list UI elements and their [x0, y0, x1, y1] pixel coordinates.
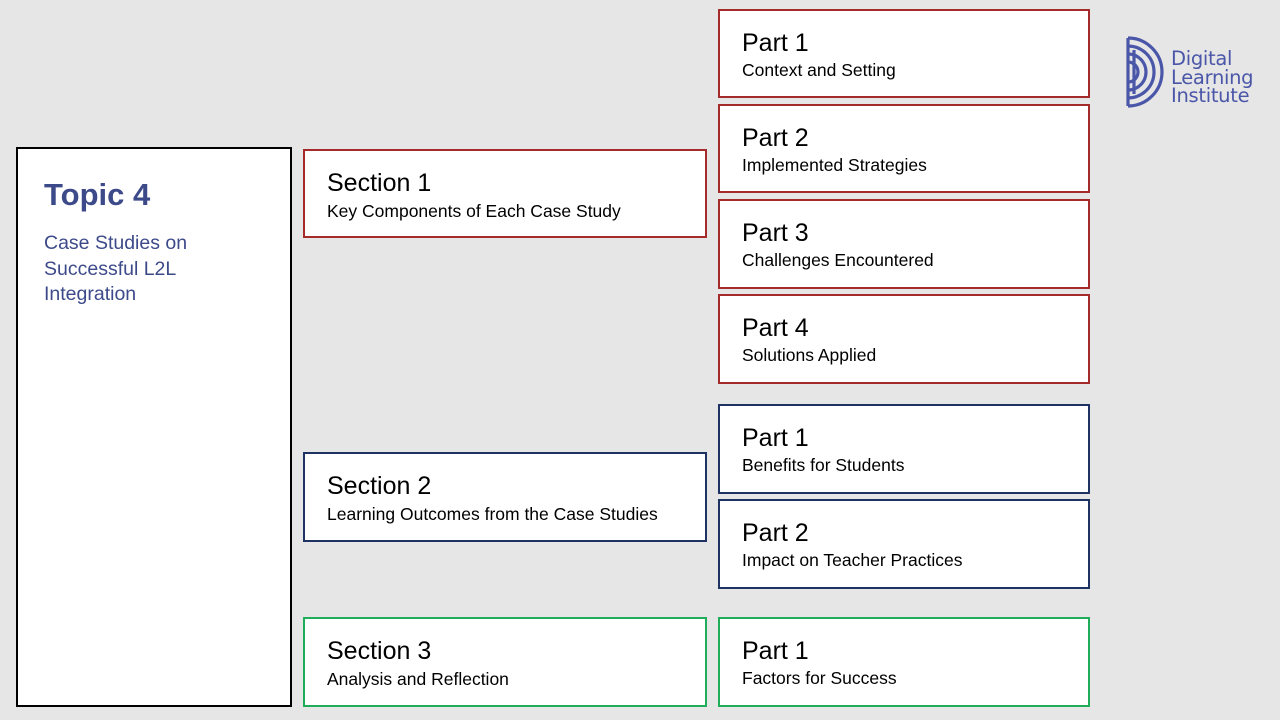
digital-learning-institute-logo: Digital Learning Institute: [1124, 36, 1264, 112]
part-title: Part 1: [742, 424, 809, 452]
topic-title: Topic 4: [44, 177, 151, 212]
part-subtitle: Impact on Teacher Practices: [742, 550, 963, 570]
topic-card: Topic 4 Case Studies on Successful L2L I…: [16, 147, 292, 707]
section-title: Section 3: [327, 637, 432, 665]
part-title: Part 2: [742, 519, 809, 547]
part-title: Part 1: [742, 29, 809, 57]
part-subtitle: Context and Setting: [742, 60, 896, 80]
logo-line-1: Digital: [1171, 47, 1233, 70]
topic-description: Case Studies on Successful L2L Integrati…: [44, 232, 188, 305]
section-2-card[interactable]: Section 2 Learning Outcomes from the Cas…: [303, 452, 707, 542]
section-1-part-3-card[interactable]: Part 3 Challenges Encountered: [718, 199, 1090, 289]
section-title: Section 2: [327, 472, 432, 500]
section-subtitle: Key Components of Each Case Study: [327, 201, 621, 221]
section-title: Section 1: [327, 169, 432, 197]
part-subtitle: Solutions Applied: [742, 345, 877, 365]
logo-wordmark: Digital Learning Institute: [1171, 47, 1254, 107]
section-1-card[interactable]: Section 1 Key Components of Each Case St…: [303, 149, 707, 238]
section-subtitle: Learning Outcomes from the Case Studies: [327, 504, 658, 524]
section-1-part-2-card[interactable]: Part 2 Implemented Strategies: [718, 104, 1090, 193]
part-subtitle: Factors for Success: [742, 668, 897, 688]
logo-line-2: Learning: [1171, 65, 1254, 89]
part-subtitle: Challenges Encountered: [742, 250, 934, 270]
section-1-part-4-card[interactable]: Part 4 Solutions Applied: [718, 294, 1090, 384]
section-2-part-2-card[interactable]: Part 2 Impact on Teacher Practices: [718, 499, 1090, 589]
logo-line-3: Institute: [1171, 84, 1250, 107]
section-2-part-1-card[interactable]: Part 1 Benefits for Students: [718, 404, 1090, 494]
section-3-part-1-card[interactable]: Part 1 Factors for Success: [718, 617, 1090, 707]
section-3-card[interactable]: Section 3 Analysis and Reflection: [303, 617, 707, 707]
part-title: Part 3: [742, 219, 809, 247]
part-subtitle: Implemented Strategies: [742, 155, 927, 175]
part-title: Part 4: [742, 314, 809, 342]
part-title: Part 1: [742, 637, 809, 665]
part-subtitle: Benefits for Students: [742, 455, 905, 475]
section-subtitle: Analysis and Reflection: [327, 669, 509, 689]
section-1-part-1-card[interactable]: Part 1 Context and Setting: [718, 9, 1090, 98]
part-title: Part 2: [742, 124, 809, 152]
concentric-arcs-icon: [1126, 36, 1164, 108]
